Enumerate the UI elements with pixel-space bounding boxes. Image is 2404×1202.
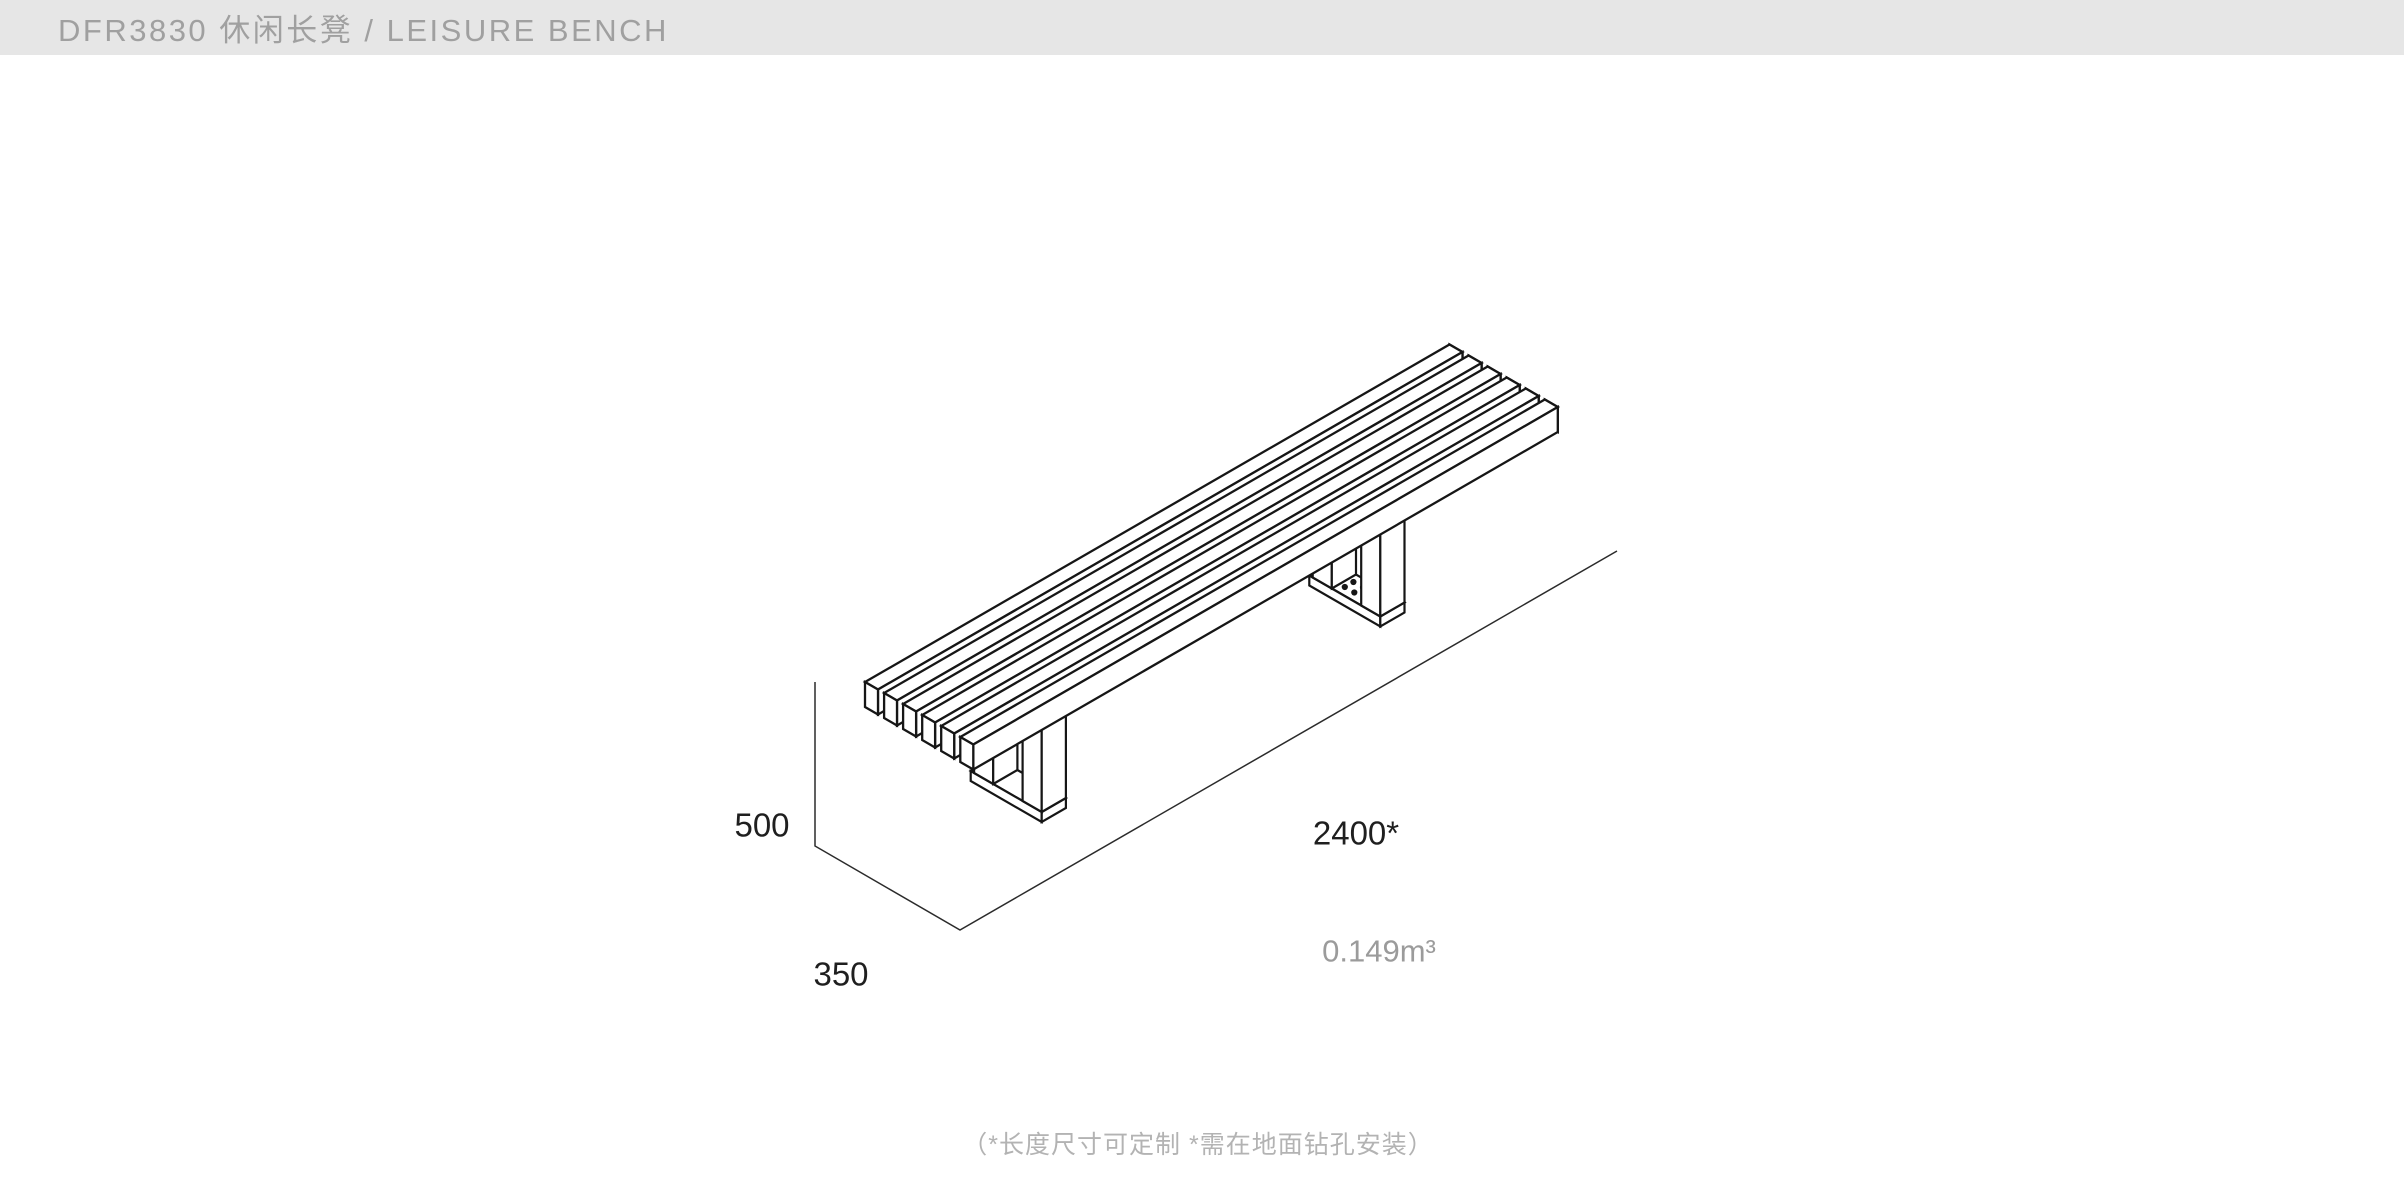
slat-top xyxy=(957,398,1561,746)
anchor-bolt-dot xyxy=(1351,589,1358,596)
dimension-label-height: 500 xyxy=(734,806,790,844)
dimension-label-length: 2400* xyxy=(1312,814,1400,852)
slat-top xyxy=(900,365,1503,713)
slat-near-end xyxy=(882,691,899,728)
anchor-bolt-dot xyxy=(1350,578,1357,586)
footnote-text: （*长度尺寸可定制 *需在地面钻孔安装） xyxy=(962,1131,1434,1159)
slat-near-end xyxy=(863,680,880,717)
product-title: DFR3830 休闲长凳 / LEISURE BENCH xyxy=(58,13,669,48)
slat-near-end xyxy=(901,702,918,739)
volume-label: 0.149m³ xyxy=(1322,933,1436,969)
slat-near-end xyxy=(959,735,975,772)
title-bar: DFR3830 休闲长凳 / LEISURE BENCH xyxy=(0,0,2404,55)
drawing-area: 500 350 2400* 0.149m³ xyxy=(0,55,2404,1202)
anchor-bolt-dot xyxy=(1341,583,1348,591)
dimension-label-depth: 350 xyxy=(813,955,869,993)
slat-top xyxy=(938,387,1541,735)
slat-near-end xyxy=(921,713,937,750)
slat-near-end xyxy=(940,724,956,761)
slat-top xyxy=(919,376,1523,724)
dimension-lines xyxy=(814,550,1618,931)
